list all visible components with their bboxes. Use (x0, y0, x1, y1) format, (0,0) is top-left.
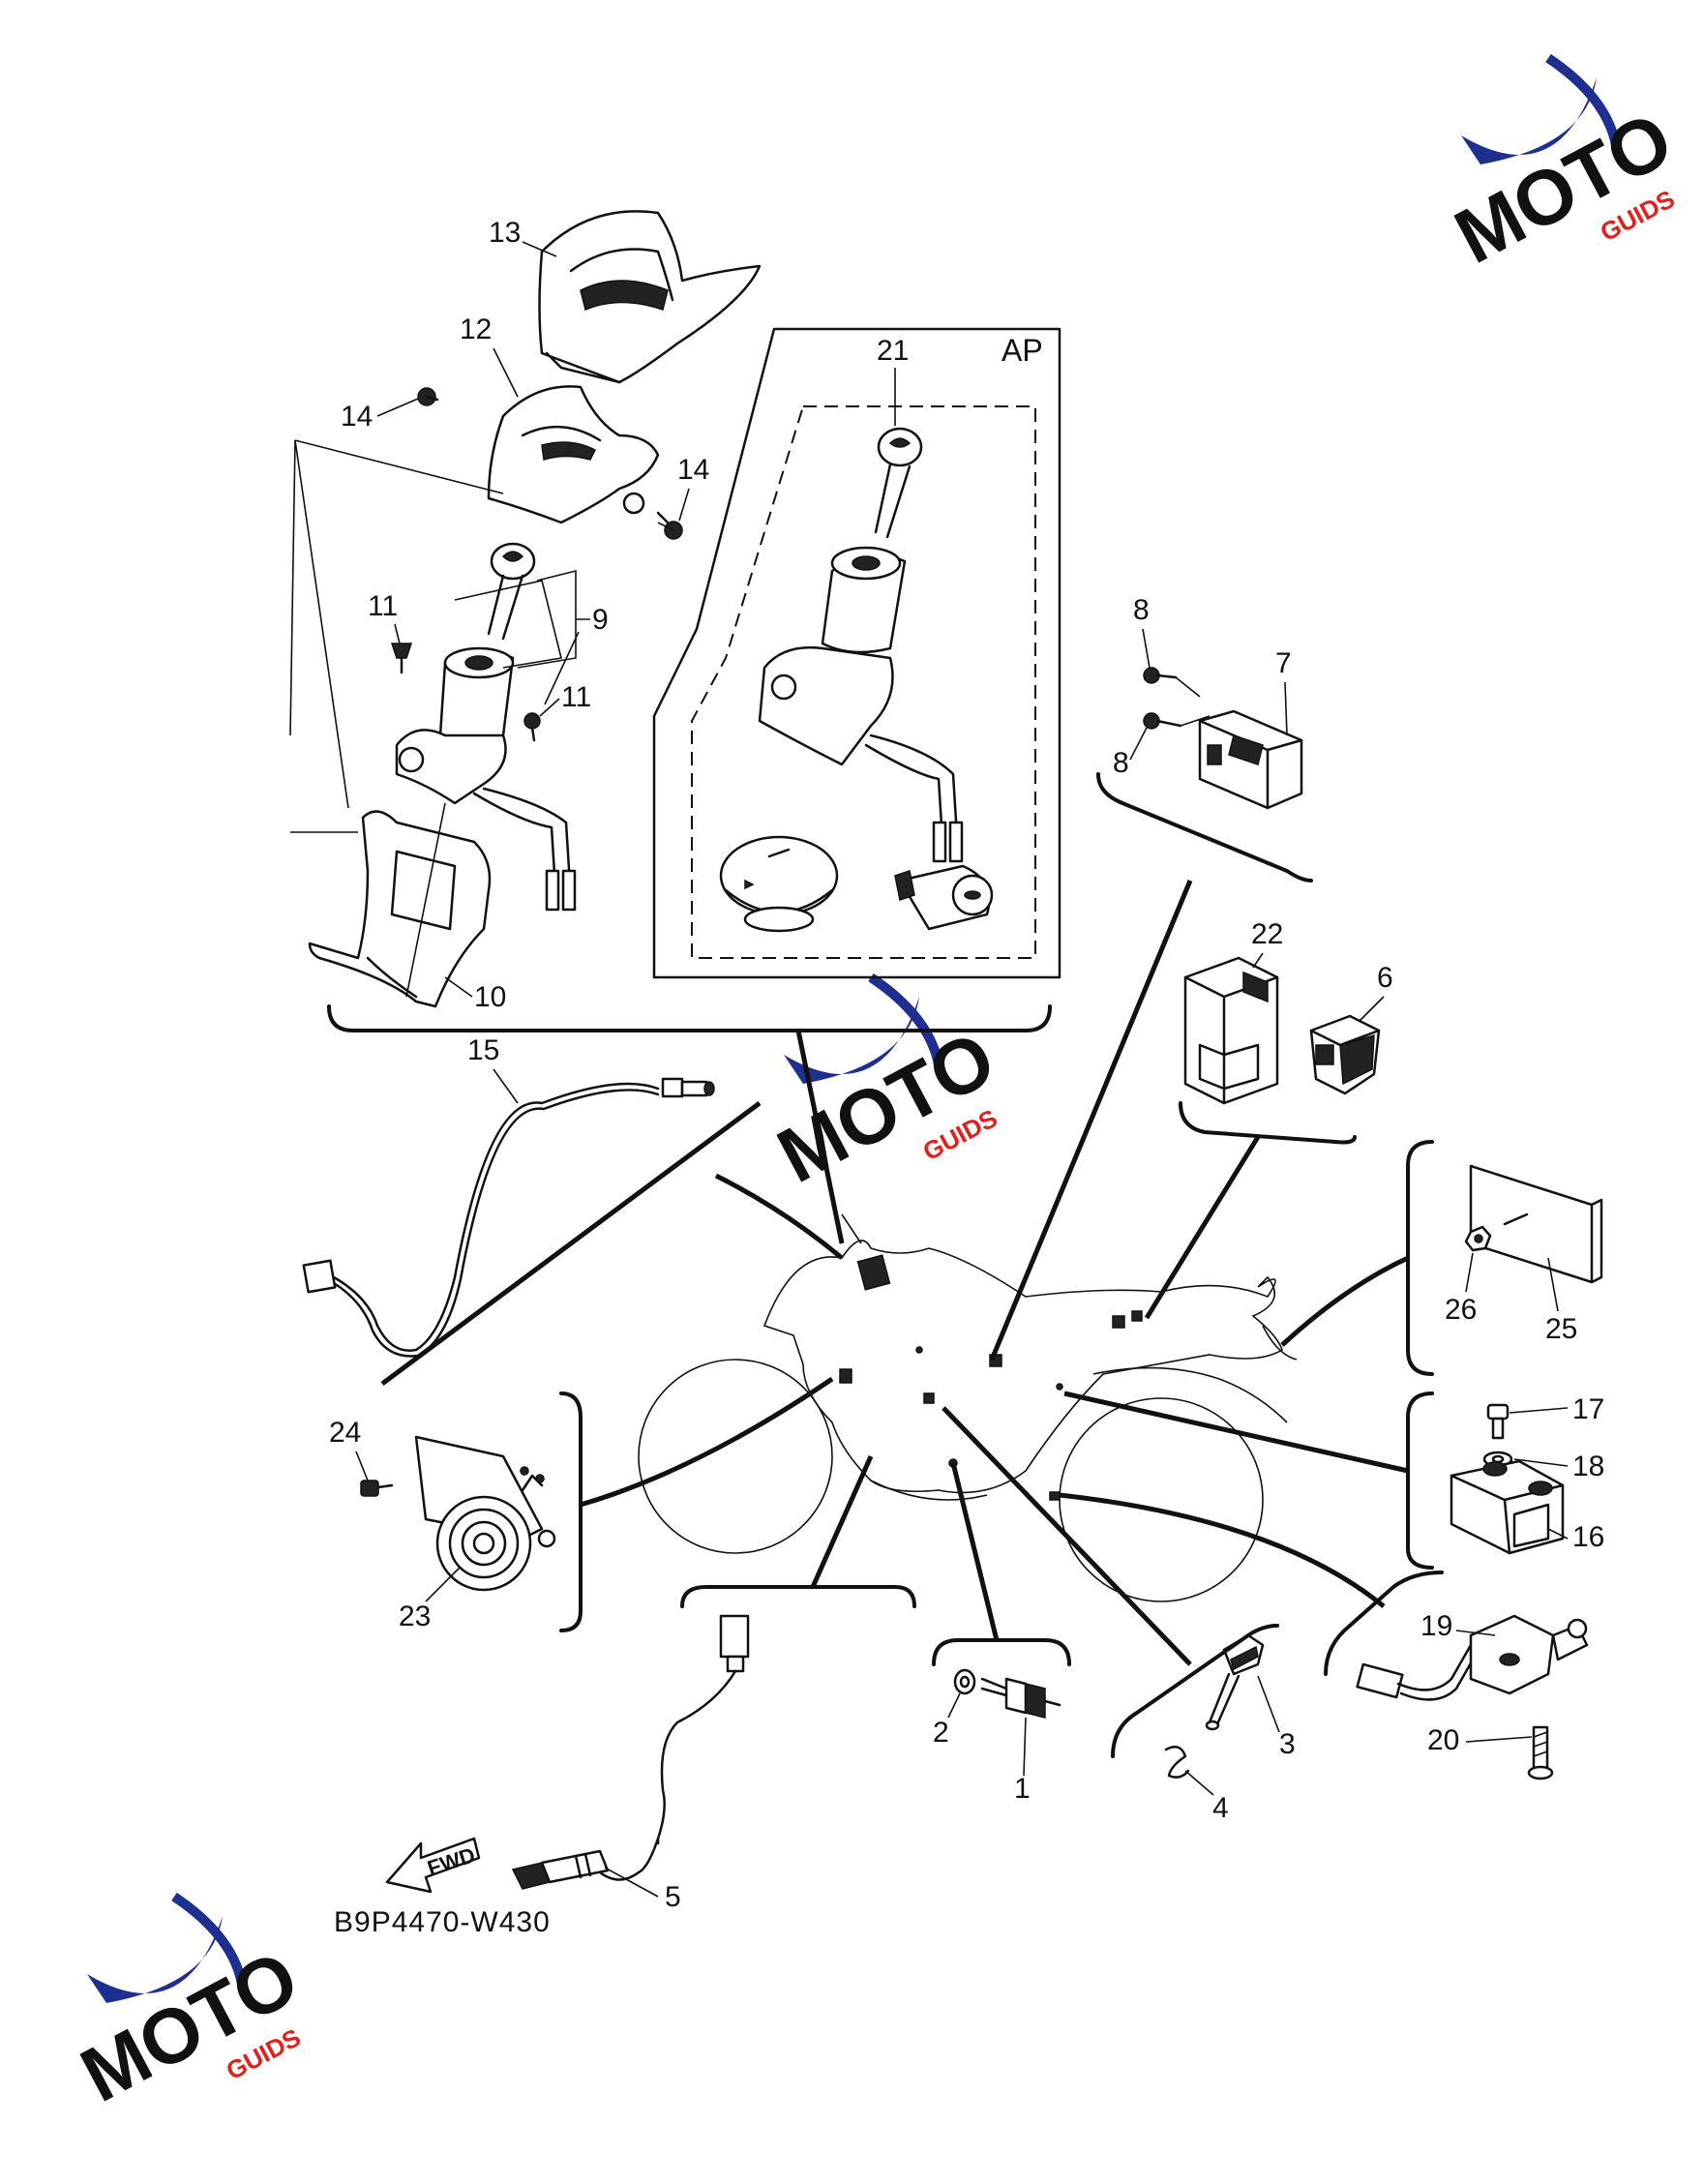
watermark-logo-top-right: MOTO GUIDS (1442, 53, 1686, 280)
callout-11-right: 11 (561, 681, 591, 713)
callout-13: 13 (489, 217, 521, 249)
ap-kit-group (652, 327, 1061, 979)
callout-12: 12 (460, 314, 492, 345)
callout-9: 9 (592, 604, 609, 636)
callout-20: 20 (1427, 1724, 1459, 1756)
callout-14-right: 14 (677, 454, 709, 486)
part-2-washer (953, 1668, 976, 1695)
part-25-plate (1469, 1164, 1594, 1284)
callout-22: 22 (1251, 918, 1283, 950)
callout-25: 25 (1545, 1313, 1577, 1345)
part-16-sensor (1450, 1459, 1565, 1555)
callout-23: 23 (399, 1601, 431, 1632)
part-24-screw (360, 1480, 394, 1497)
callout-18: 18 (1572, 1451, 1604, 1482)
callout-24: 24 (329, 1417, 361, 1449)
part-22-relay (1183, 956, 1279, 1105)
part-20-bolt (1527, 1725, 1554, 1780)
callout-4: 4 (1212, 1792, 1229, 1824)
ignition-group (289, 210, 762, 1008)
sensor-3-4-group (1111, 1624, 1279, 1779)
relays-22-6 (1179, 956, 1381, 1145)
callout-6: 6 (1377, 962, 1393, 994)
leader-lines (380, 880, 1410, 1666)
part-23-horn (414, 1435, 556, 1592)
part-19-sensor (1356, 1614, 1589, 1701)
part-8-screw-top (1143, 667, 1178, 684)
callout-1: 1 (1014, 1773, 1031, 1805)
part-1-switch (980, 1677, 1061, 1719)
part-14-screw-left (417, 387, 439, 406)
callout-2: 2 (933, 1717, 949, 1749)
part-9-ignition-switch (395, 646, 577, 912)
fwd-text: FWD (425, 1842, 478, 1880)
callout-14-left: 14 (341, 401, 373, 433)
part-14-screw-right (656, 511, 683, 540)
part-8-screw-bottom (1143, 712, 1182, 730)
sensor-1-2-group (932, 1638, 1071, 1719)
callout-8-top: 8 (1133, 594, 1150, 626)
part-5-sensor-cable (511, 1585, 916, 1890)
motorcycle-outline (638, 1213, 1298, 1602)
ap-set-label: AP (1001, 333, 1043, 368)
horn-group (360, 1391, 583, 1632)
callout-5: 5 (665, 1881, 681, 1913)
part-15-cable (302, 1077, 715, 1358)
watermark-logo-bottom-left: MOTO GUIDS (68, 1892, 312, 2118)
part-17-bolt (1486, 1403, 1510, 1440)
part-11-screw-right (523, 712, 541, 742)
fwd-arrow: FWD (385, 1837, 481, 1894)
relay-group (1096, 667, 1313, 883)
logo-letter-m: MOTO (68, 1933, 312, 2118)
part-7-relay (1198, 709, 1303, 810)
callout-15: 15 (467, 1034, 499, 1066)
part-3-sensor (1205, 1633, 1265, 1731)
callout-3: 3 (1279, 1728, 1296, 1760)
watermark-logo-center: MOTO GUIDS (764, 972, 1008, 1199)
part-10-bracket (308, 810, 492, 1008)
part-11-screw-left (390, 643, 413, 674)
callout-11-left: 11 (368, 590, 398, 622)
sensor-16-group (1406, 1391, 1565, 1570)
callout-8-bottom: 8 (1113, 747, 1129, 779)
diagram-code: B9P4470-W430 (334, 1906, 551, 1938)
callout-21: 21 (877, 335, 909, 367)
callout-16: 16 (1572, 1521, 1604, 1553)
logo-letter-m: MOTO (1442, 95, 1686, 280)
callout-10: 10 (474, 981, 506, 1013)
callout-19: 19 (1420, 1610, 1452, 1642)
callout-26: 26 (1445, 1294, 1477, 1326)
callout-17: 17 (1572, 1393, 1604, 1425)
callout-7: 7 (1275, 647, 1292, 679)
part-4-clip (1164, 1745, 1190, 1779)
part-6-relay (1309, 1014, 1381, 1095)
part-26-nut (1464, 1225, 1492, 1252)
callout-labels: 1 2 3 4 5 6 7 8 8 9 10 11 11 12 13 14 14… (329, 217, 1604, 1938)
